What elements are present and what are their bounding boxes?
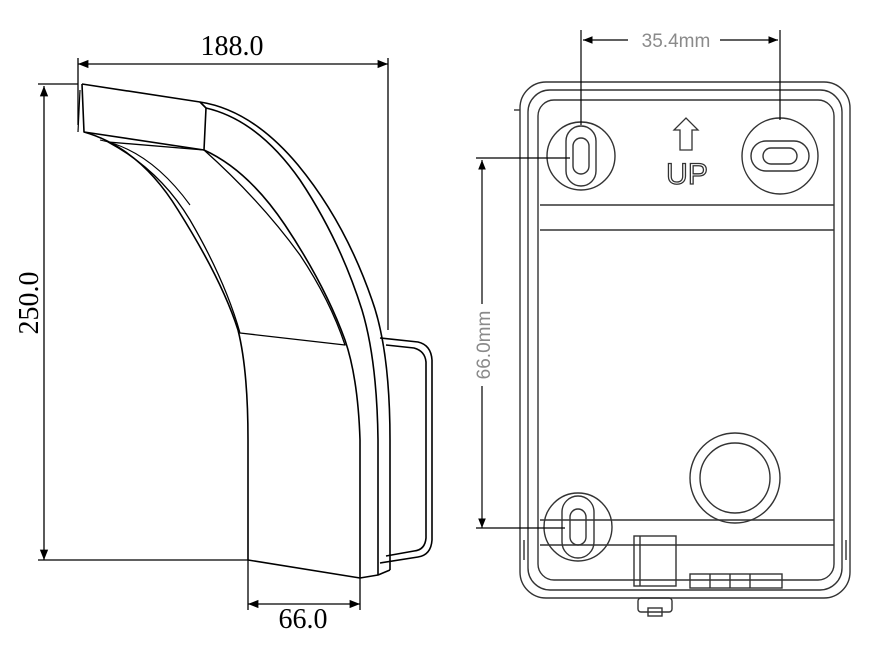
width-dimension-label: 188.0 bbox=[201, 31, 264, 62]
dim-depth-66 bbox=[247, 560, 361, 610]
back-view bbox=[514, 81, 851, 617]
back-plate-outer bbox=[519, 81, 851, 599]
back-plate-recess bbox=[537, 99, 835, 581]
up-orientation-label: UP bbox=[666, 158, 708, 191]
height-dimension-label: 250.0 bbox=[14, 272, 45, 335]
dim-width-188 bbox=[77, 58, 389, 330]
cable-entry-hole bbox=[689, 432, 781, 524]
lamp-body bbox=[77, 83, 391, 579]
mount-hole-bottom-left bbox=[543, 492, 613, 562]
hole-spacing-label: 35.4mm bbox=[642, 31, 711, 52]
side-view bbox=[38, 58, 433, 610]
dim-height-250 bbox=[38, 83, 248, 561]
vertical-spacing-label: 66.0mm bbox=[474, 311, 495, 380]
mounting-box bbox=[379, 337, 433, 564]
mount-hole-top-right bbox=[741, 117, 819, 195]
up-arrow-icon bbox=[672, 117, 700, 151]
depth-dimension-label: 66.0 bbox=[279, 604, 328, 635]
bottom-connector bbox=[633, 535, 783, 617]
mount-hole-top-left bbox=[546, 121, 616, 191]
back-plate-inner bbox=[527, 89, 843, 591]
